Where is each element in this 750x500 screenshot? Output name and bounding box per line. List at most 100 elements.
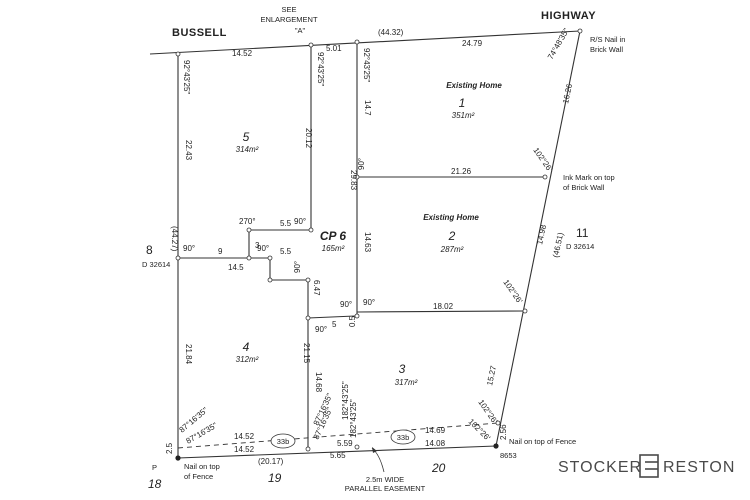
dim-label: 5.5 xyxy=(280,219,292,228)
ink-mark-note-2: of Brick Wall xyxy=(563,183,605,192)
dim-top-lot5: 14.52 xyxy=(232,49,253,58)
survey-point xyxy=(354,444,360,450)
survey-point xyxy=(308,227,314,233)
dim-label: 14.63 xyxy=(363,232,372,253)
dim-label: 6.47 xyxy=(312,280,321,296)
angle-label: 90° xyxy=(257,244,269,253)
rs-nail-note-2: Brick Wall xyxy=(590,45,623,54)
cp6-number: CP 6 xyxy=(320,229,347,243)
angle-label: 102°26' xyxy=(476,398,499,426)
angle-label: 102°26' xyxy=(501,278,524,306)
top-boundary xyxy=(149,30,581,55)
nail-fence-left-note-2: of Fence xyxy=(184,472,213,481)
dim-label: (46.51) xyxy=(551,231,565,258)
right-boundary xyxy=(495,30,581,447)
survey-point xyxy=(246,227,252,233)
survey-point xyxy=(354,39,360,45)
brand-name-right: RESTON xyxy=(663,459,735,476)
survey-point xyxy=(305,315,311,321)
neighbour-p: P xyxy=(152,463,157,472)
neighbour-lot-19: 19 xyxy=(268,471,282,485)
angle-label: 90° xyxy=(357,158,366,170)
dim-label: 14.52 xyxy=(234,432,255,441)
peg-right-bottom xyxy=(493,443,499,449)
dim-label: 20.12 xyxy=(304,128,313,149)
survey-point xyxy=(305,277,311,283)
lot2-label: Existing Home xyxy=(423,213,479,222)
angle-label: 92°43'25" xyxy=(362,48,371,82)
rs-nail-note-1: R/S Nail in xyxy=(590,35,625,44)
enlargement-line3: "A" xyxy=(295,26,306,35)
angle-label: 182°43'25" xyxy=(349,399,358,438)
survey-point xyxy=(354,174,360,180)
ink-mark-note-1: Ink Mark on top xyxy=(563,173,615,182)
easement-tag-left xyxy=(270,433,296,449)
nail-fence-left-note-1: Nail on top xyxy=(184,462,220,471)
easement-arrowhead xyxy=(372,447,377,453)
dim-label: 5.5 xyxy=(280,247,292,256)
angle-label: 90° xyxy=(363,298,375,307)
neighbour-lot-8: 8 xyxy=(146,243,153,257)
lot2-number: 2 xyxy=(448,229,456,243)
angle-label: 90° xyxy=(315,325,327,334)
survey-point xyxy=(542,174,548,180)
peg-left-bottom xyxy=(175,455,181,461)
lot5-area: 314m² xyxy=(236,145,259,154)
survey-points xyxy=(175,28,583,452)
enlargement-line1: SEE xyxy=(281,5,296,14)
angle-label: 92°43'25" xyxy=(316,52,325,86)
angle-label: 90° xyxy=(293,261,302,273)
nail-fence-right-note: Nail on top of Fence xyxy=(509,437,576,446)
brand-logo: STOCKER RESTON xyxy=(558,454,735,478)
dim-label: 29.83 xyxy=(349,170,358,191)
bottom-boundary xyxy=(177,445,497,459)
ref-8653: 8653 xyxy=(500,451,517,460)
lot1-number: 1 xyxy=(459,96,466,110)
angle-label: 102°26' xyxy=(467,417,493,443)
dim-label: 21.84 xyxy=(184,344,193,365)
dim-label: 14.98 xyxy=(535,223,548,245)
dim-label: (20.17) xyxy=(258,457,284,466)
dim-label: 14.52 xyxy=(234,445,255,454)
dim-label: 21.15 xyxy=(302,343,311,364)
easement-tag-left-text: 33b xyxy=(277,437,290,446)
angle-label: 102°26' xyxy=(531,146,554,174)
dim-label: 16.26 xyxy=(561,82,574,104)
lot3-number: 3 xyxy=(399,362,406,376)
dim-label: 21.26 xyxy=(451,167,472,176)
survey-point xyxy=(522,308,528,314)
enlargement-line2: ENLARGEMENT xyxy=(260,15,318,24)
neighbour-lot-18: 18 xyxy=(148,477,162,491)
survey-point xyxy=(246,255,252,261)
survey-point xyxy=(308,42,314,48)
dim-label: 14.08 xyxy=(425,439,446,448)
easement-note-1: 2.5m WIDE xyxy=(366,475,404,484)
brand-mark-icon xyxy=(639,454,659,478)
survey-point xyxy=(175,51,181,57)
lot4-area: 312m² xyxy=(236,355,259,364)
dim-label: 0.5 xyxy=(348,315,357,327)
survey-point xyxy=(495,420,501,426)
dim-label: 2.56 xyxy=(499,424,508,440)
dim-top-total: (44.32) xyxy=(378,28,404,37)
survey-point xyxy=(354,313,360,319)
angle-label: 270° xyxy=(239,217,256,226)
lot2-lot3-line xyxy=(356,310,526,313)
survey-point xyxy=(305,446,311,452)
dim-label: (44.27) xyxy=(170,226,179,252)
survey-point xyxy=(267,255,273,261)
cp6-area: 165m² xyxy=(322,244,345,253)
dim-label: 5.65 xyxy=(330,451,346,460)
neighbour-lot-11: 11 xyxy=(576,226,589,240)
angle-label: 90° xyxy=(340,300,352,309)
lot5-number: 5 xyxy=(243,130,250,144)
road-name-left: BUSSELL xyxy=(172,27,227,39)
dim-label: 9 xyxy=(218,247,223,256)
dim-label: 5 xyxy=(332,320,337,329)
neighbour-dp-left: D 32614 xyxy=(142,260,170,269)
angle-label: 90° xyxy=(183,244,195,253)
brand-name-left: STOCKER xyxy=(558,459,642,476)
neighbour-dp-right: D 32614 xyxy=(566,242,594,251)
dim-label: 14.68 xyxy=(314,372,323,393)
